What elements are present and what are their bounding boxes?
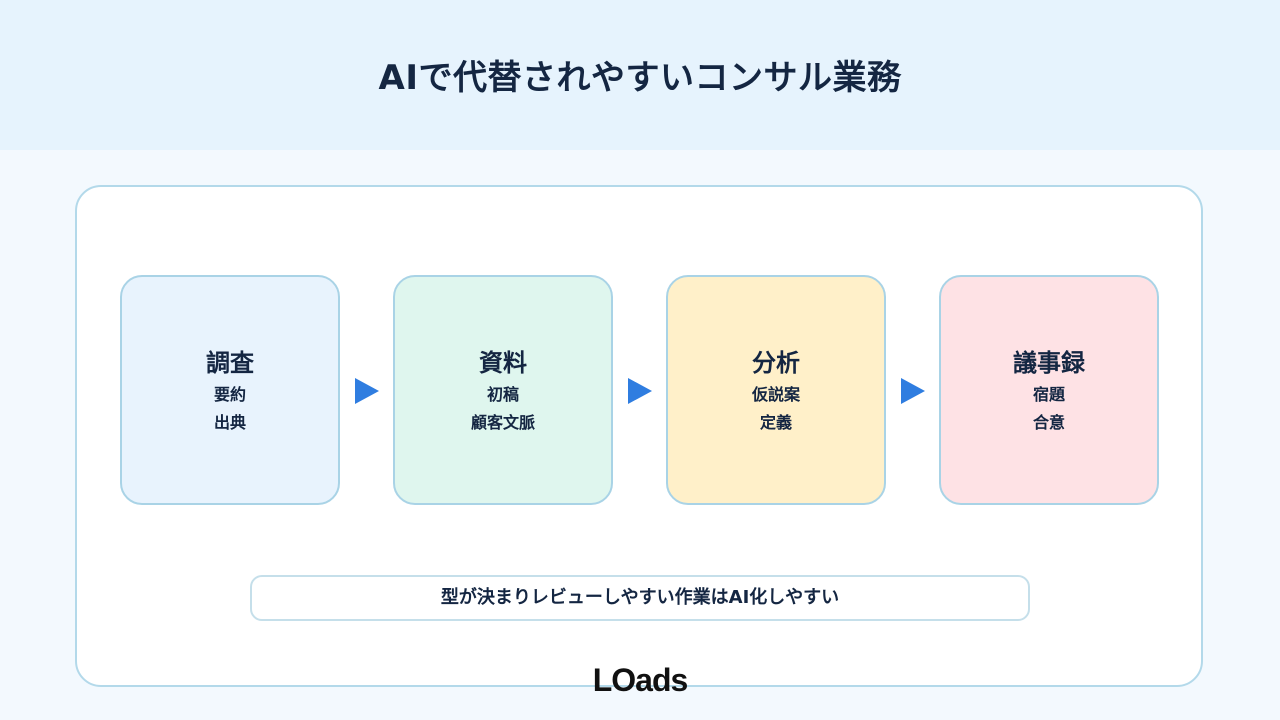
step-detail: 定義 bbox=[759, 413, 792, 432]
step-detail: 出典 bbox=[213, 413, 246, 432]
step-card-analysis: 分析 仮説案 定義 bbox=[666, 275, 886, 505]
brand-logo: LOads bbox=[592, 662, 689, 698]
step-title: 資料 bbox=[479, 349, 527, 377]
summary-text: 型が決まりレビューしやすい作業はAI化しやすい bbox=[440, 587, 840, 608]
arrow-right-icon bbox=[901, 378, 925, 404]
step-detail: 合意 bbox=[1032, 413, 1065, 432]
step-card-minutes: 議事録 宿題 合意 bbox=[939, 275, 1159, 505]
arrow-right-icon bbox=[355, 378, 379, 404]
step-title: 議事録 bbox=[1013, 349, 1085, 377]
step-detail: 要約 bbox=[213, 385, 246, 404]
step-detail: 宿題 bbox=[1032, 385, 1065, 404]
page-title: AIで代替されやすいコンサル業務 bbox=[378, 58, 902, 98]
step-detail: 顧客文脈 bbox=[470, 413, 535, 432]
arrow-right-icon bbox=[628, 378, 652, 404]
step-detail: 仮説案 bbox=[751, 385, 800, 404]
step-card-research: 調査 要約 出典 bbox=[120, 275, 340, 505]
step-card-materials: 資料 初稿 顧客文脈 bbox=[393, 275, 613, 505]
header-band bbox=[0, 0, 1280, 150]
summary-box: 型が決まりレビューしやすい作業はAI化しやすい bbox=[250, 575, 1030, 621]
step-title: 分析 bbox=[752, 349, 800, 377]
step-detail: 初稿 bbox=[486, 385, 519, 404]
step-title: 調査 bbox=[206, 349, 254, 377]
